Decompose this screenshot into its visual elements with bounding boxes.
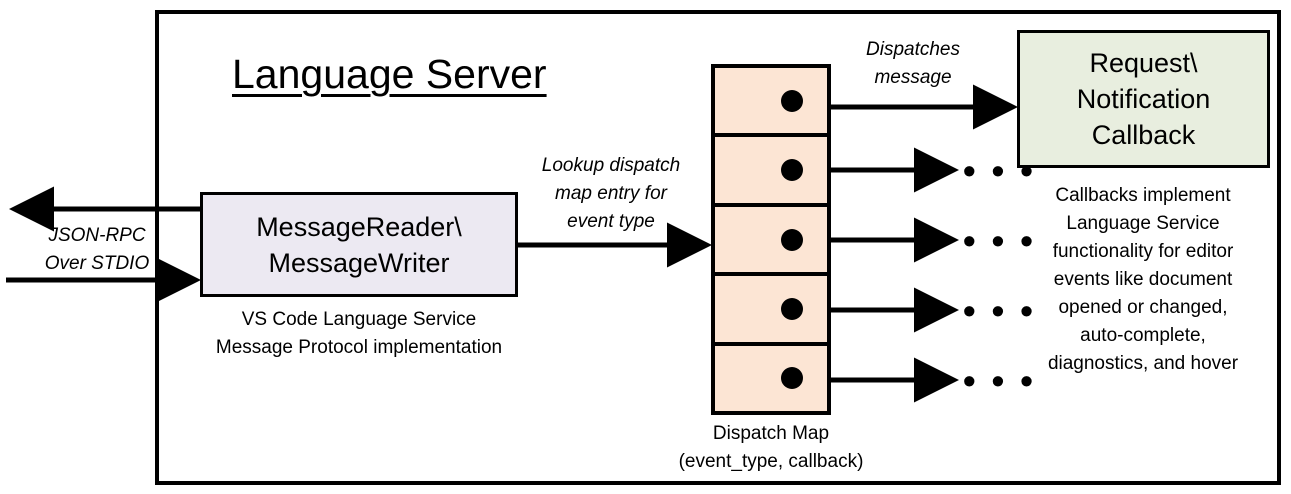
message-reader-caption: VS Code Language Service Message Protoco… (196, 306, 522, 362)
table-row[interactable] (715, 346, 827, 411)
callback-line-1: Request\ (1089, 48, 1198, 78)
message-reader-writer-node[interactable]: MessageReader\ MessageWriter (200, 192, 518, 297)
dispatch-label-line-2: message (874, 67, 952, 88)
callback-dot-icon (781, 159, 803, 182)
callback-dot-icon (781, 89, 803, 112)
jsonrpc-label-line-2: Over STDIO (44, 253, 150, 274)
edge-label-dispatches-message: Dispatches message (838, 36, 988, 92)
jsonrpc-label-line-1: JSON-RPC (48, 225, 146, 246)
edge-label-lookup-dispatch: Lookup dispatch map entry for event type (516, 152, 706, 236)
callback-line-2: Notification (1076, 84, 1211, 114)
table-row[interactable] (715, 137, 827, 207)
lookup-label-line-3: event type (567, 211, 655, 232)
page-title: Language Server (232, 51, 547, 97)
callback-node-text: Request\ Notification Callback (1077, 45, 1211, 153)
map-caption-line-2: (event_type, callback) (678, 451, 864, 472)
reader-line-1: MessageReader\ (256, 211, 462, 242)
callback-caption-line-6: auto-complete, (1080, 325, 1206, 346)
message-reader-writer-text: MessageReader\ MessageWriter (256, 209, 462, 281)
reader-caption-line-2: Message Protocol implementation (215, 337, 503, 358)
table-row[interactable] (715, 207, 827, 277)
language-server-container (155, 10, 1281, 485)
reader-line-2: MessageWriter (268, 247, 450, 278)
callback-description-caption: Callbacks implement Language Service fun… (1008, 182, 1278, 378)
callback-caption-line-2: Language Service (1066, 213, 1220, 234)
callback-caption-line-4: events like document (1053, 269, 1233, 290)
edge-label-jsonrpc: JSON-RPC Over STDIO (22, 222, 172, 278)
callback-caption-line-5: opened or changed, (1058, 297, 1228, 318)
request-notification-callback-node[interactable]: Request\ Notification Callback (1017, 30, 1270, 168)
dispatch-label-line-1: Dispatches (866, 39, 960, 60)
callback-caption-line-1: Callbacks implement (1055, 185, 1231, 206)
dispatch-map-caption: Dispatch Map (event_type, callback) (640, 420, 902, 476)
dispatch-map-table[interactable] (711, 64, 831, 415)
callback-caption-line-7: diagnostics, and hover (1047, 353, 1239, 374)
callback-caption-line-3: functionality for editor (1052, 241, 1234, 262)
reader-caption-line-1: VS Code Language Service (241, 309, 477, 330)
lookup-label-line-2: map entry for (555, 183, 667, 204)
table-row[interactable] (715, 68, 827, 138)
callback-dot-icon (781, 297, 803, 320)
callback-line-3: Callback (1091, 120, 1196, 150)
callback-dot-icon (781, 367, 803, 390)
lookup-label-line-1: Lookup dispatch (541, 155, 681, 176)
callback-dot-icon (781, 228, 803, 251)
table-row[interactable] (715, 276, 827, 346)
map-caption-line-1: Dispatch Map (712, 423, 830, 444)
